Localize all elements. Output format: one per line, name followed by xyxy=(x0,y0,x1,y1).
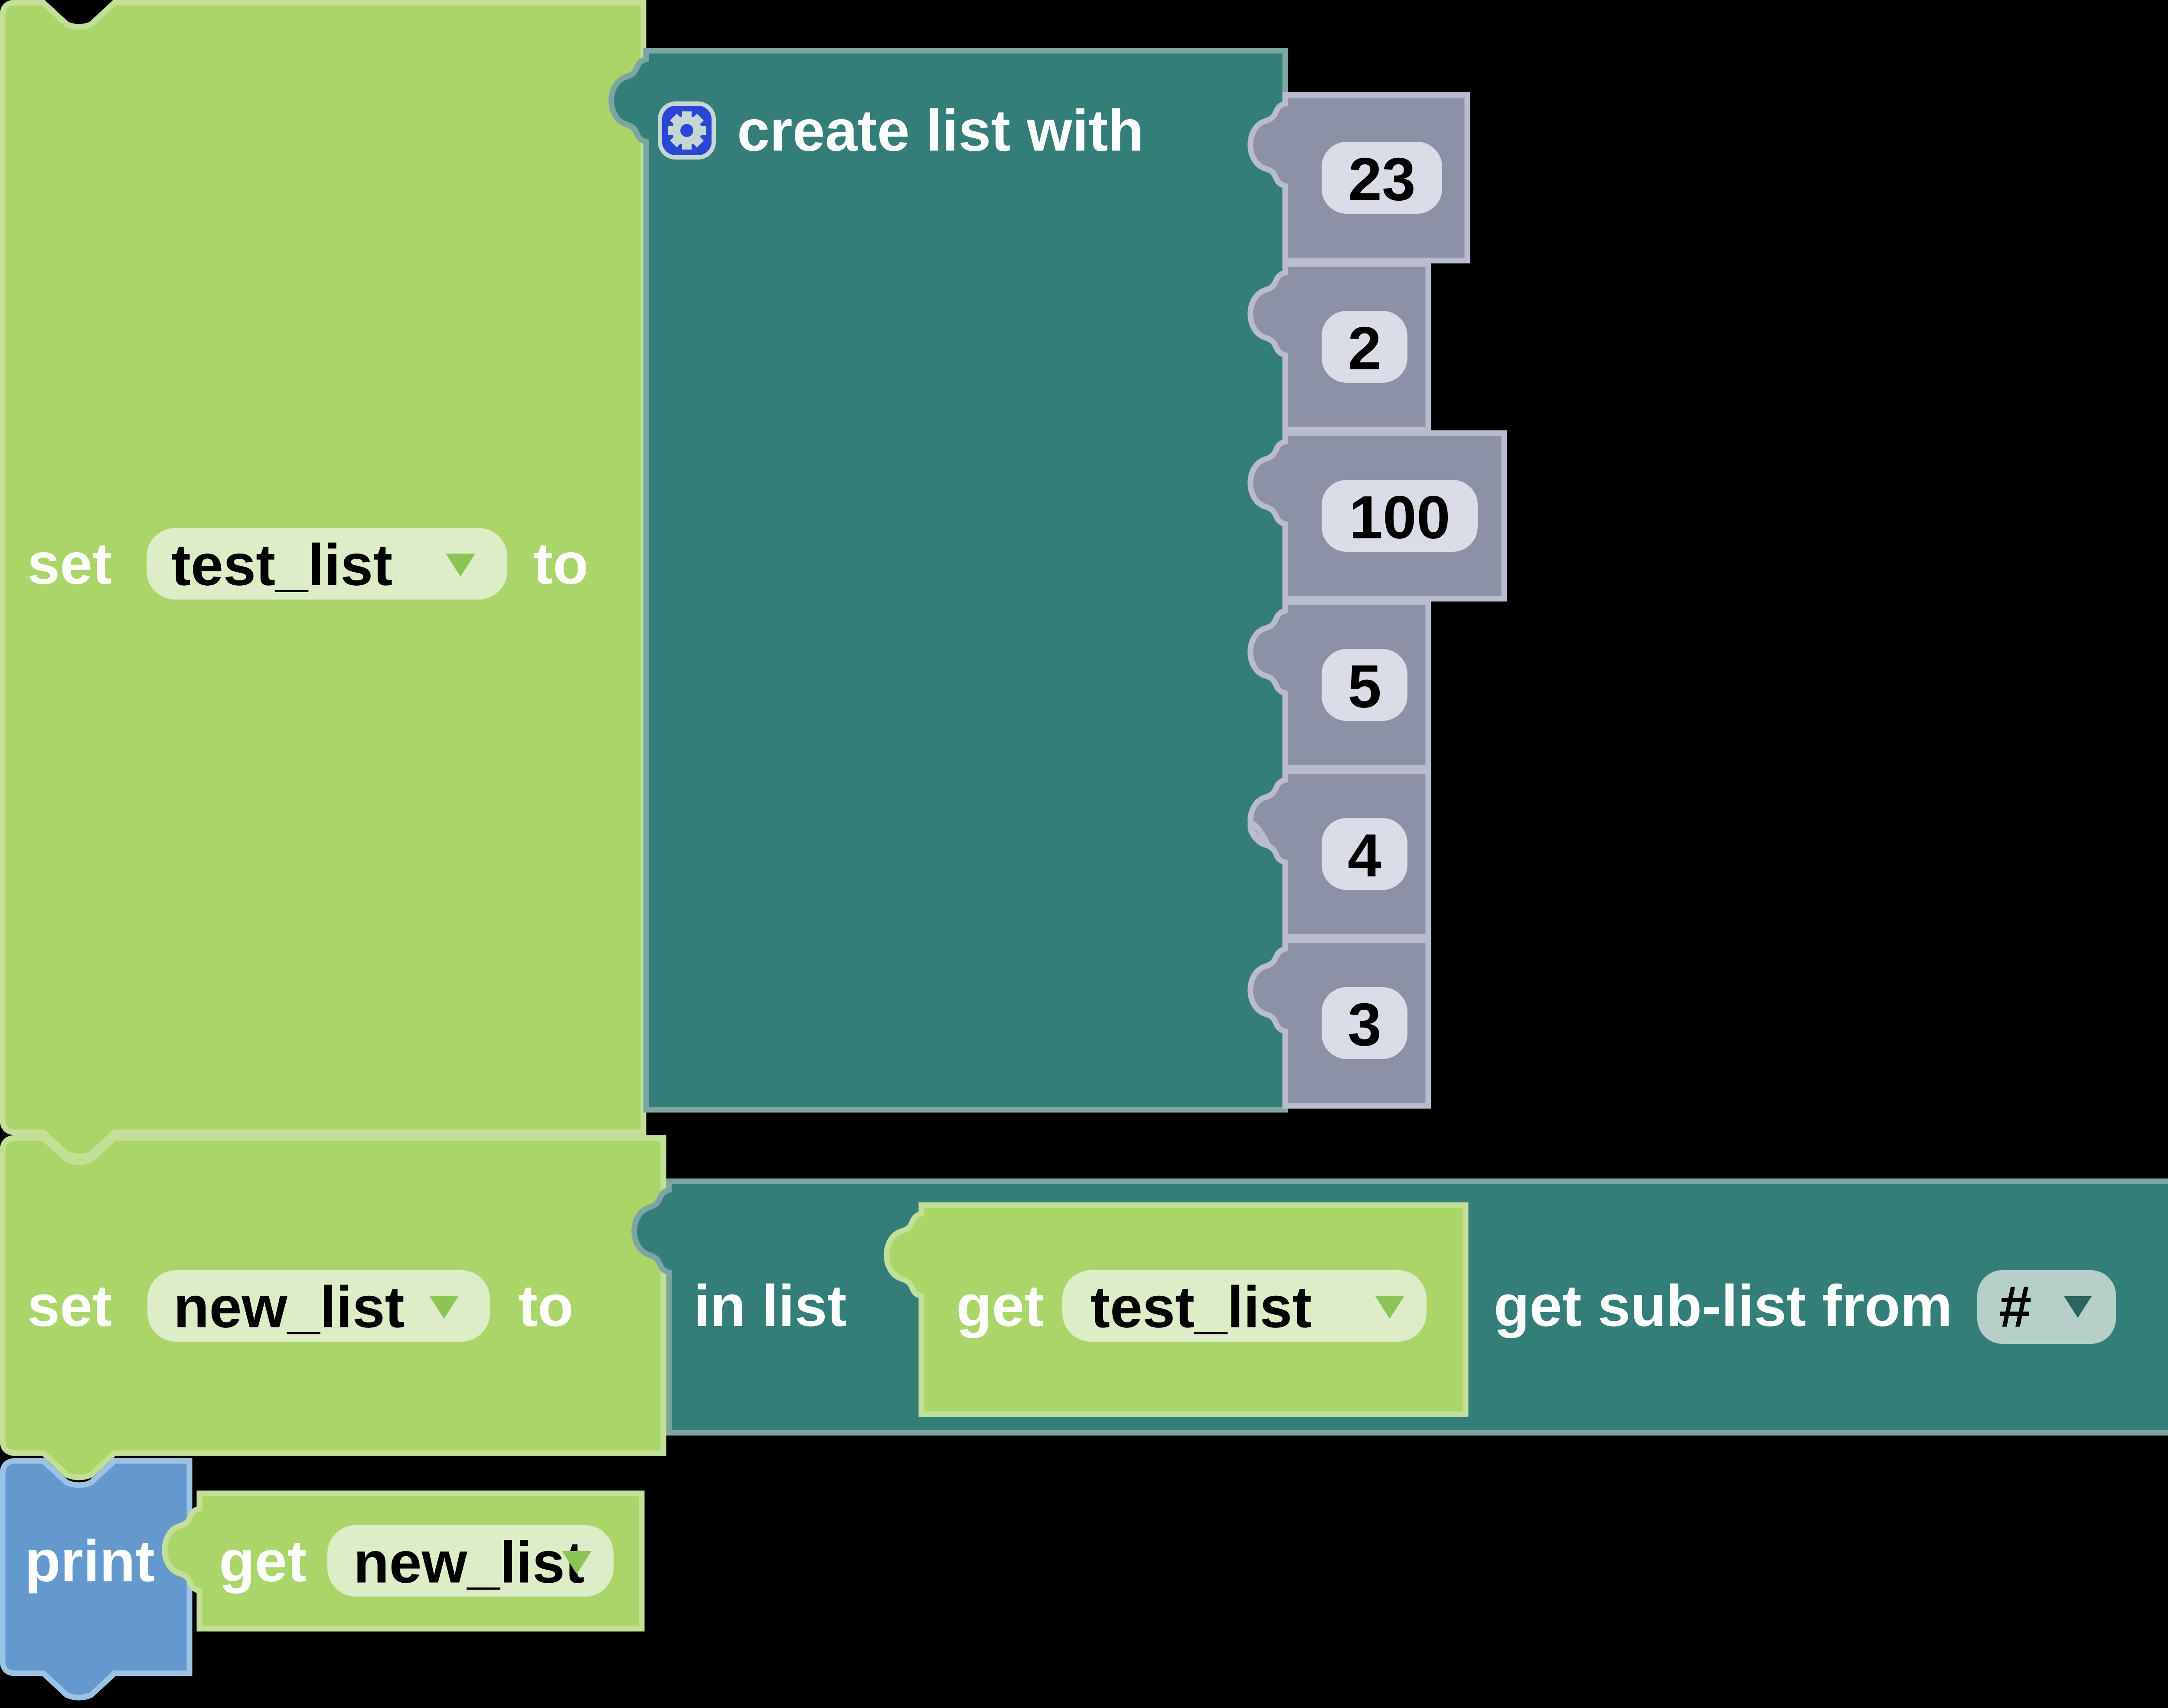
gear-icon xyxy=(668,111,706,150)
from-mode-dropdown[interactable]: # xyxy=(1977,1270,2116,1344)
chevron-down-icon xyxy=(1375,1296,1404,1319)
in-list-label: in list xyxy=(694,1273,847,1339)
chevron-down-icon xyxy=(2064,1296,2092,1318)
variable-dropdown-value: new_list xyxy=(173,1274,405,1340)
variable-dropdown-value: test_list xyxy=(1091,1274,1312,1340)
get-sublist-from-label: get sub-list from xyxy=(1494,1273,1953,1339)
number-field-3[interactable]: 3 xyxy=(1322,987,1407,1059)
chevron-down-icon xyxy=(446,554,475,577)
number-value: 4 xyxy=(1348,821,1381,890)
number-value: 23 xyxy=(1348,145,1416,213)
number-field-2[interactable]: 2 xyxy=(1322,311,1407,383)
set-label: set xyxy=(27,1273,112,1339)
get-label: get xyxy=(956,1273,1044,1339)
mutator-gear-button[interactable] xyxy=(658,101,716,160)
get-label: get xyxy=(219,1529,307,1594)
chevron-down-icon xyxy=(429,1296,459,1319)
to-label: to xyxy=(533,531,588,596)
to-label: to xyxy=(518,1273,573,1339)
variable-dropdown-value: test_list xyxy=(171,532,392,598)
hash-symbol: # xyxy=(1999,1274,2031,1340)
variable-dropdown-get-new-list[interactable]: new_list xyxy=(327,1525,614,1597)
print-label: print xyxy=(25,1529,155,1594)
variable-dropdown-value: new_list xyxy=(353,1530,584,1595)
variable-dropdown-new-list[interactable]: new_list xyxy=(147,1270,490,1342)
set-label: set xyxy=(27,531,112,596)
number-field-5[interactable]: 5 xyxy=(1322,649,1407,721)
number-value: 2 xyxy=(1348,314,1381,382)
number-field-23[interactable]: 23 xyxy=(1322,142,1442,214)
print-block[interactable] xyxy=(0,1458,193,1701)
number-value: 3 xyxy=(1348,991,1381,1059)
variable-dropdown-get-test-list[interactable]: test_list xyxy=(1062,1270,1427,1342)
chevron-down-icon xyxy=(562,1551,591,1574)
create-list-with-block[interactable] xyxy=(608,48,1288,1113)
variable-dropdown-test-list[interactable]: test_list xyxy=(147,528,507,600)
number-field-100[interactable]: 100 xyxy=(1322,480,1478,552)
number-value: 5 xyxy=(1348,652,1381,720)
number-value: 100 xyxy=(1349,483,1450,551)
number-field-4[interactable]: 4 xyxy=(1322,818,1407,890)
create-list-with-label: create list with xyxy=(737,98,1144,163)
